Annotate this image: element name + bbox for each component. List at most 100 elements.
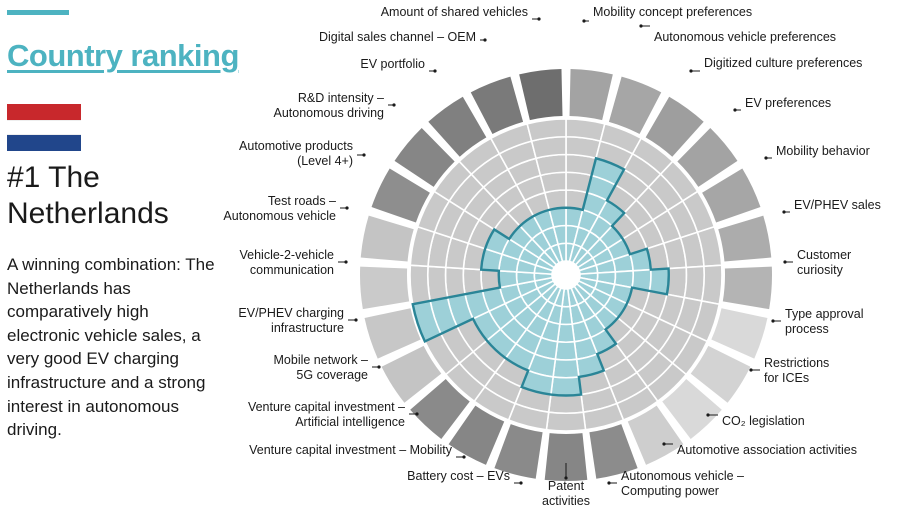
value-bar [548,206,567,263]
category-label-line: Autonomous vehicle – [621,469,744,483]
outer-segment [448,405,505,465]
outer-segment [677,127,738,187]
grid-cell [683,265,706,302]
label-pointer-dot [415,412,419,416]
category-label-line: Autonomous driving [274,106,385,120]
category-label: Mobile network –5G coverage [274,353,369,382]
flag-blue-stripe [7,135,81,151]
outer-segment [359,266,410,310]
outer-segment [690,345,751,403]
category-label: EV preferences [745,96,831,110]
category-label-line: for ICEs [764,371,809,385]
category-label-line: Autonomous vehicle preferences [654,30,836,44]
category-label-line: Patent [548,479,585,493]
category-label: Mobility concept preferences [593,5,752,19]
value-outline [411,156,670,397]
category-label-line: EV preferences [745,96,831,110]
outer-segment [702,168,761,223]
grid-cell [526,118,567,143]
category-label-line: Digital sales channel – OEM [319,30,476,44]
outer-segment [718,215,772,262]
outer-segment [428,96,487,157]
category-label: EV portfolio [360,57,425,71]
category-label-line: Battery cost – EVs [407,469,510,483]
outer-segment [627,405,684,465]
grid-cell [409,264,432,306]
label-pointer-dot [345,206,349,210]
category-label: CO₂ legislation [722,414,805,428]
outer-segment [645,96,704,157]
category-label: Mobility behavior [776,144,870,158]
outer-segment [410,379,470,439]
label-pointer-dot [344,260,348,264]
label-pointer-dot [564,476,568,480]
grid-cell [545,411,587,432]
label-pointer-dot [733,108,737,112]
label-pointer-dot [749,368,753,372]
flag-red-stripe [7,104,81,120]
category-label-line: Amount of shared vehicles [381,5,528,19]
category-label: Venture capital investment –Artificial i… [248,400,405,429]
category-label-line: Autonomous vehicle [223,209,336,223]
label-pointer-dot [582,19,586,23]
category-label: Automotive association activities [677,443,857,457]
label-pointer-dot [689,69,693,73]
label-pointer-dot [783,260,787,264]
label-pointer-dot [362,153,366,157]
outer-segment [371,168,430,223]
category-label-line: Venture capital investment – [248,400,405,414]
country-rank-heading: #1 The Netherlands [7,161,169,230]
center-hub [552,261,580,289]
netherlands-flag-icon [7,104,81,151]
category-label: Autonomous vehicle preferences [654,30,836,44]
category-label-line: activities [542,494,590,508]
category-label-line: Computing power [621,484,719,498]
page-title: Country ranking [7,38,239,73]
value-cell [554,340,578,361]
grid-cell [426,265,449,302]
category-label-line: Customer [797,248,851,262]
value-bar [485,282,559,360]
category-label-line: Vehicle-2-vehicle [240,248,335,262]
category-label-line: Mobile network – [274,353,369,367]
value-cell [497,269,519,289]
category-label-line: (Level 4+) [297,154,353,168]
category-label-line: Test roads – [268,194,336,208]
category-label: Digitized culture preferences [704,56,862,70]
outer-segment [470,76,524,135]
label-pointer-dot [433,69,437,73]
label-pointer-dot [639,24,643,28]
outer-segment [722,266,773,310]
category-label-line: EV/PHEV charging [238,306,344,320]
category-label-line: communication [250,263,334,277]
category-label-line: Restrictions [764,356,829,370]
label-pointer-dot [377,365,381,369]
outer-segment [608,76,662,135]
top-accent-rule [7,10,69,15]
category-label-line: R&D intensity – [298,91,384,105]
outer-segment [394,127,455,187]
grid-cell [547,393,585,415]
outer-segment [494,424,543,479]
category-label: Digital sales channel – OEM [319,30,476,44]
category-label: Amount of shared vehicles [381,5,528,19]
category-label-line: Artificial intelligence [295,415,405,429]
category-label: R&D intensity –Autonomous driving [274,91,385,120]
country-description: A winning combination: The Netherlands h… [7,255,215,440]
category-label-line: EV/PHEV sales [794,198,881,212]
category-label-line: curiosity [797,263,844,277]
category-label-line: infrastructure [271,321,344,335]
category-label-line: CO₂ legislation [722,414,805,428]
label-pointer-dot [537,17,541,21]
outer-segment [662,379,722,439]
category-label: Test roads –Autonomous vehicle [223,194,336,223]
outer-segment [360,215,414,262]
grid-cell [700,264,723,306]
category-label: Venture capital investment – Mobility [249,443,453,457]
